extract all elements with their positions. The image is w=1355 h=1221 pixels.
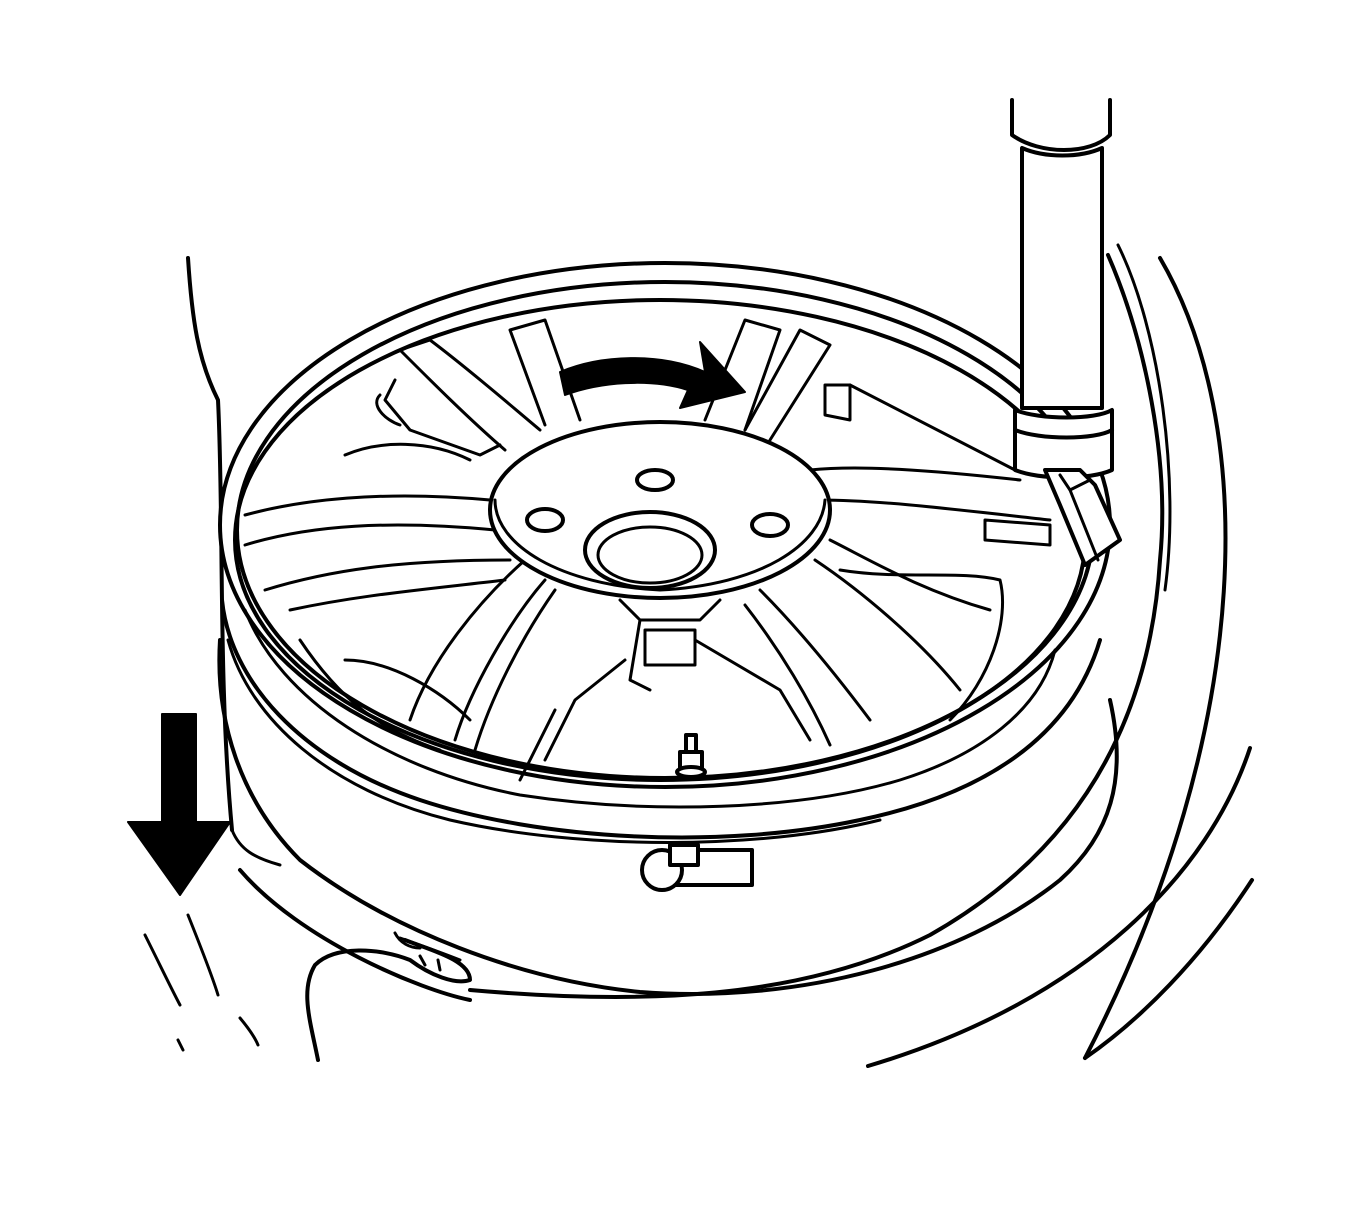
lug-hole: [635, 468, 675, 492]
center-bore: [583, 510, 717, 590]
wheel-spokes: [243, 318, 1052, 782]
push-down-arrow: [127, 713, 231, 896]
motion-lines: [143, 913, 260, 1052]
wheel-hub: [488, 420, 832, 600]
rotation-arrow: [559, 341, 746, 409]
tire: [217, 243, 1172, 1002]
tire-outer-arcs: [866, 256, 1254, 1068]
mounting-tool: [1010, 98, 1122, 567]
valve-stem: [675, 733, 707, 779]
tpms-sensor: [640, 843, 754, 892]
lug-hole: [525, 507, 565, 533]
hand: [305, 931, 472, 1062]
lug-hole: [750, 512, 790, 538]
